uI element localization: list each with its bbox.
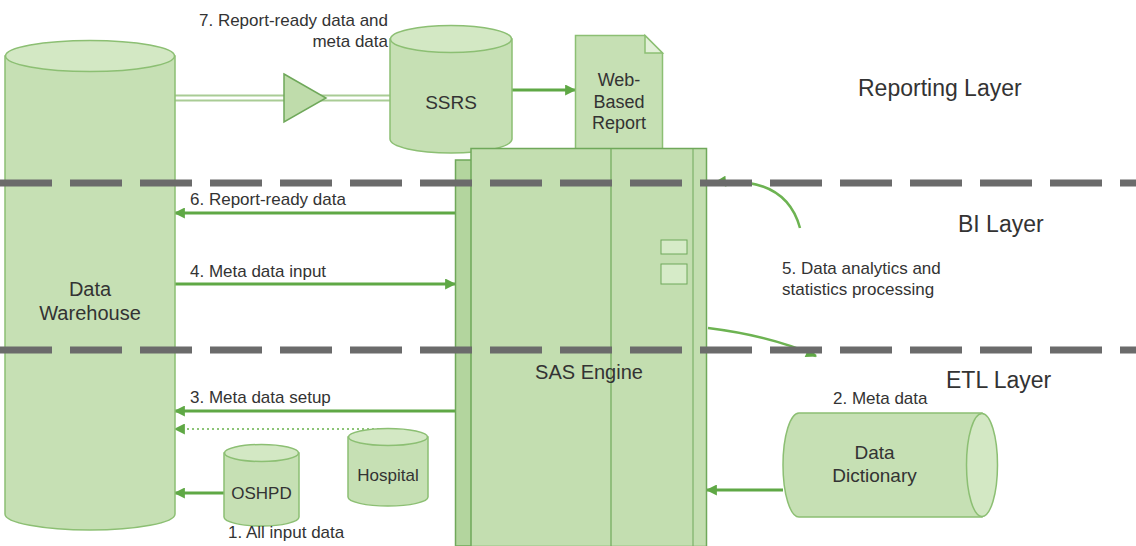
connector-line <box>175 410 455 413</box>
step-label: 5. Data analytics and statistics process… <box>782 258 987 301</box>
connector-line <box>175 212 455 215</box>
document-body <box>576 36 663 160</box>
node-label: OSHPD <box>231 484 291 504</box>
loop-arrow <box>716 181 800 228</box>
node-label: SAS Engine <box>535 360 643 384</box>
connector <box>175 493 224 494</box>
connector-line <box>175 97 390 100</box>
cylinder-body <box>348 437 428 506</box>
node-label: Web-Based Report <box>583 70 655 135</box>
connector-line <box>175 283 455 286</box>
step-label: 1. All input data <box>228 522 408 543</box>
server-edge-line <box>693 148 694 546</box>
connector-label: 6. Report-ready data <box>190 189 450 210</box>
connector <box>175 74 390 122</box>
report-document: Web-Based Report <box>575 35 663 160</box>
node-label: Data Dictionary <box>819 442 931 488</box>
cylinder-top <box>6 41 175 72</box>
connector-label: 7. Report-ready data and meta data <box>190 10 388 53</box>
layer-name: Reporting Layer <box>858 74 1078 103</box>
connector-line <box>175 95 390 102</box>
ssrs-cylinder-outline <box>390 25 512 153</box>
cylinder-body <box>783 413 982 517</box>
connector-label: 4. Meta data input <box>190 261 450 282</box>
cylinder-top <box>349 429 428 446</box>
layer-separator <box>0 347 1136 354</box>
connector <box>175 213 455 214</box>
layer-name: BI Layer <box>958 210 1118 239</box>
connector-line <box>175 428 388 429</box>
node-label: Data Warehouse <box>34 277 146 325</box>
connector-label: 3. Meta data setup <box>190 387 450 408</box>
cylinder-body <box>390 39 512 153</box>
server-panel <box>661 264 687 284</box>
node-label: SSRS <box>425 92 477 115</box>
connector-line <box>175 492 224 495</box>
document-fold <box>645 36 663 54</box>
layer-name: ETL Layer <box>946 366 1116 395</box>
connector <box>512 90 575 91</box>
connector-line <box>512 89 575 92</box>
source-cylinder: OSHPD <box>224 444 299 526</box>
connector <box>175 428 388 429</box>
arrow-triangle <box>284 74 326 122</box>
cylinder-top <box>391 26 512 53</box>
server-panel <box>661 240 687 254</box>
cylinder-body <box>224 453 299 526</box>
node-label: Hospital <box>357 466 418 486</box>
cylinder-body <box>5 56 175 530</box>
connector <box>175 284 455 285</box>
connector <box>707 490 783 491</box>
ssrs-cylinder: SSRS <box>390 25 512 153</box>
warehouse-cylinder: Data Warehouse <box>5 40 175 530</box>
connector <box>175 411 455 412</box>
dictionary-cylinder: Data Dictionary <box>783 413 998 517</box>
connector-line <box>707 489 783 492</box>
source-cylinder: Hospital <box>348 428 428 506</box>
cylinder-end <box>967 414 998 517</box>
layer-separator <box>0 180 1136 187</box>
cylinder-top <box>225 445 299 462</box>
